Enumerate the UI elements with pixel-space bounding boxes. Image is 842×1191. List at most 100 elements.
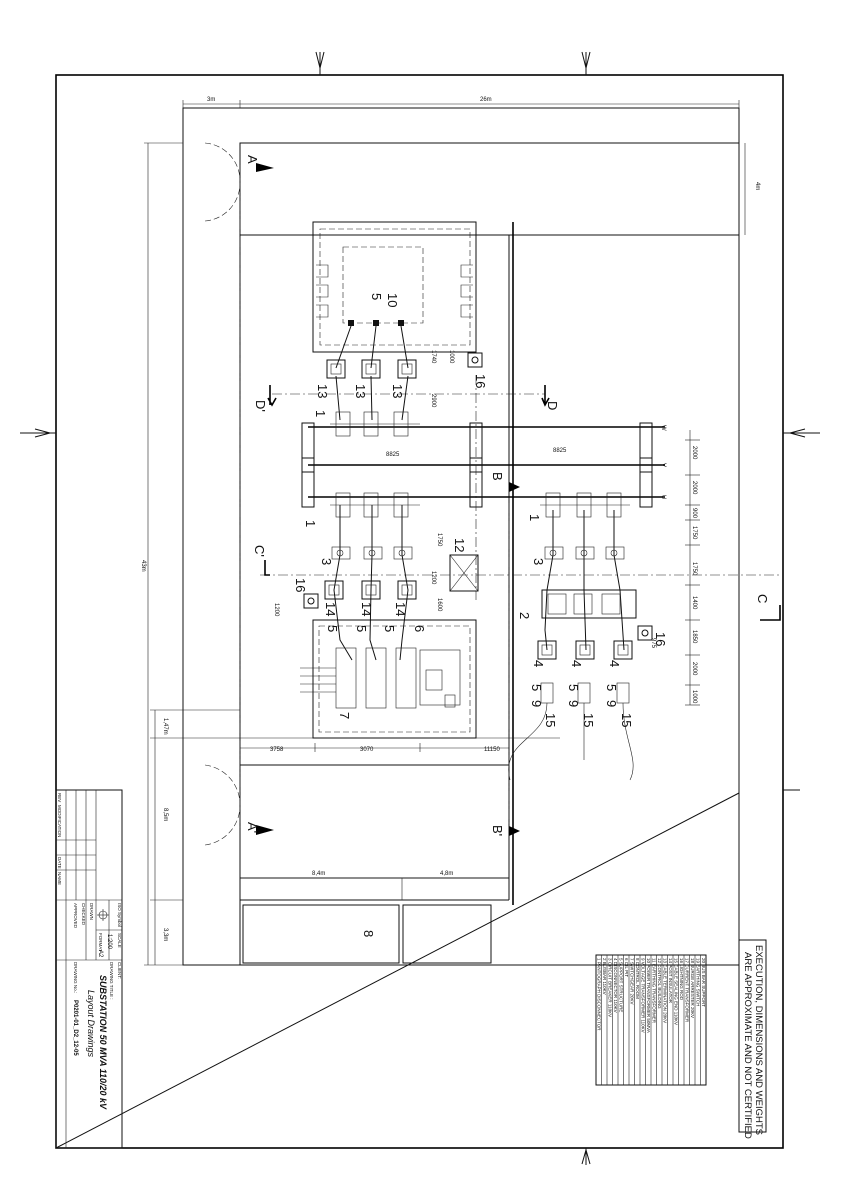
item-16-c: 16: [653, 632, 668, 646]
dim-1750-b: 1750: [691, 562, 697, 576]
legend-item: 20 BUS BAR SUPPORT: [701, 958, 706, 1007]
item-13-b: 13: [353, 384, 368, 398]
tb-drawn: DRAWN: [89, 903, 94, 920]
dim-2900: 2900: [430, 394, 436, 408]
item-7: 7: [337, 712, 352, 719]
legend-item: 11 EARTHING TRANSFORMER: [652, 958, 657, 1024]
legend-item: 18 SURGE ARRESTER 20KV: [690, 958, 695, 1018]
item-10: 10: [385, 293, 400, 307]
dim-1750-c: 1750: [436, 533, 442, 547]
item-2: 2: [517, 612, 532, 619]
dimension-texts: 3m 26m 4m 43m 1,47m 8,5m 3,3m 8,4m 4,8m …: [140, 97, 760, 941]
dim-3758: 3758: [270, 747, 284, 753]
dim-48m: 4,8m: [440, 871, 453, 877]
tb-format-label: FORMAT: [98, 933, 103, 952]
legend-item: 3 CIRCUIT BREAKER 110KV: [608, 958, 613, 1017]
control-room: [242, 904, 492, 964]
item-14-a: 14: [323, 602, 338, 616]
item-14-b: 14: [359, 602, 374, 616]
section-c-prime: C': [252, 545, 267, 557]
busbar-110kv: [541, 589, 637, 619]
execution-note: EXECUTION, DIMENSIONS AND WEIGHTS ARE AP…: [738, 939, 767, 1139]
dim-8825-b: 8825: [553, 448, 567, 454]
insulator-boxes: [324, 359, 633, 660]
dim-4m: 4m: [754, 182, 760, 190]
item-1-b: 1: [303, 520, 318, 527]
tb-drawing-title: SUBSTATION 50 MVA 110/20 kV: [98, 975, 108, 1110]
tb-date: DATE: [57, 857, 62, 869]
item-4-c: 4: [607, 660, 622, 667]
item-12: 12: [452, 538, 467, 552]
item-numbers: 10 5 13 13 13 16 1 1 1 12 3 3 16 14 14 1…: [293, 293, 668, 937]
dim-33m: 3,3m: [162, 928, 168, 941]
dim-1000: 1000: [691, 690, 697, 704]
gate-top: [204, 142, 241, 222]
note-line-1: EXECUTION, DIMENSIONS AND WEIGHTS: [753, 945, 764, 1135]
gate-bottom: [204, 764, 241, 846]
tb-iso: ISO Symbol: [117, 903, 122, 927]
tb-modification: MODIFICATION: [57, 805, 62, 837]
tb-rev: REV: [57, 793, 62, 802]
dim-147m: 1,47m: [162, 718, 168, 735]
item-13-c: 13: [390, 384, 405, 398]
tb-scale-label: SCALE: [117, 933, 122, 948]
dim-1750-a: 1750: [691, 526, 697, 540]
tb-checked: CHECKED: [81, 903, 86, 926]
item-16-b: 16: [293, 578, 308, 592]
power-transformer: [312, 221, 477, 353]
dim-3m: 3m: [207, 97, 215, 103]
item-5-e: 5: [529, 684, 544, 691]
section-d: D: [545, 401, 560, 410]
item-5-g: 5: [604, 684, 619, 691]
legend-item: 14 POST INSULATOR: [668, 958, 673, 1004]
legend-item: 13 CABLE TERMINATION 20KV: [663, 958, 668, 1023]
item-9-a: 9: [529, 700, 544, 707]
item-5-f: 5: [566, 684, 581, 691]
dim-1200: 1200: [430, 571, 436, 585]
item-8: 8: [361, 930, 376, 937]
dim-1740: 1740: [430, 350, 436, 364]
dim-2000-b: 2000: [691, 481, 697, 495]
section-b-prime: B': [490, 825, 505, 836]
legend-item: 5 SUPPORT STRUCTURE: [619, 958, 624, 1012]
item-5-b: 5: [325, 625, 340, 632]
tb-name: NAME: [57, 872, 62, 885]
item-5-c: 5: [354, 625, 369, 632]
tb-drawing-no: P0201-01_D2_12-05: [72, 1000, 78, 1056]
legend-item: 9 VOLTAGE TRANSFORMER 110KV: [641, 958, 646, 1033]
tb-scale-value: 1:200: [106, 934, 112, 950]
switchgear-area: [300, 619, 477, 739]
dim-11150: 11150: [484, 747, 500, 753]
dim-84m: 8,4m: [312, 871, 325, 877]
legend-item: 7 SWITCHGEAR 20KV: [630, 958, 635, 1005]
item-15-c: 15: [619, 713, 634, 727]
legend-item: 10 POWER TRANSFORMER 50MVA: [646, 958, 651, 1033]
legend-item: 6 OIL PIT: [624, 958, 629, 977]
dim-1000-b: 1000: [448, 350, 454, 364]
busbar-gantry: [301, 375, 665, 600]
section-labels: A A' B B' C C' D D': [245, 155, 770, 836]
legend-item: 1 PANTOGRAPH DISCONNECTOR: [597, 958, 602, 1031]
legend-item: 4 DISCONNECTOR 110KV: [613, 958, 618, 1013]
phase-labels: W V U: [660, 425, 666, 499]
legend-item: 15 CABLE SEALING END 110KV: [674, 958, 679, 1025]
dim-1600: 1600: [436, 598, 442, 612]
dim-975: 975: [650, 638, 656, 649]
item-13-a: 13: [315, 384, 330, 398]
legend-item: 17 CURRENT TRANSFORMER: [685, 958, 690, 1023]
item-9-b: 9: [566, 700, 581, 707]
legend-item: 16 LIGHTNING ROD: [679, 958, 684, 1001]
lightning-rods: [303, 352, 653, 641]
item-14-c: 14: [393, 602, 408, 616]
tb-format-value: A2: [97, 950, 103, 958]
frame-marks: [20, 51, 820, 1165]
dim-8825-a: 8825: [386, 452, 400, 458]
item-3-b: 3: [531, 558, 546, 565]
item-1-a: 1: [313, 410, 328, 417]
legend-item: 2 BUSBAR 110KV: [602, 958, 607, 995]
item-5-d: 5: [382, 625, 397, 632]
voltage-transformers: [508, 682, 634, 781]
dim-2000-a: 2000: [691, 446, 697, 460]
section-lines: [239, 163, 781, 836]
